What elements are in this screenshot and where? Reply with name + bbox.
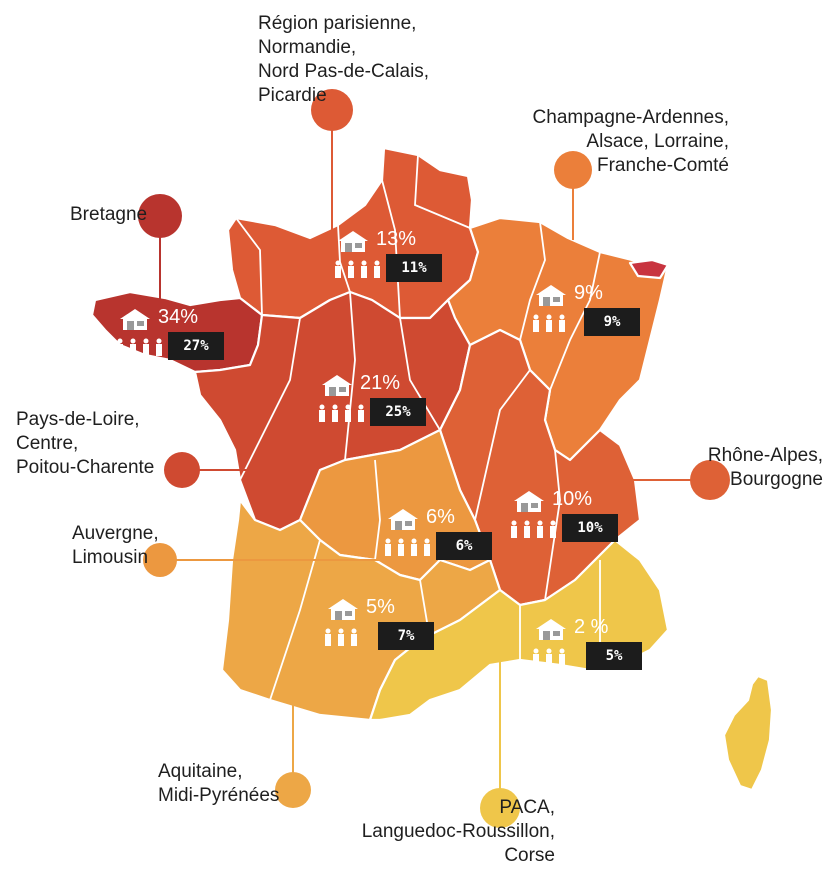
circle-nord	[311, 89, 353, 131]
people-pct: 27%	[168, 332, 224, 360]
callout-circles	[138, 89, 730, 828]
house-icon	[120, 309, 150, 330]
stat-rhone: 10% 10%	[508, 488, 638, 548]
house-icon	[536, 619, 566, 640]
circle-aquitaine	[275, 772, 311, 808]
people-icon	[511, 520, 556, 538]
region-corse-shape	[722, 674, 774, 792]
circle-ouest	[164, 452, 200, 488]
circle-paca	[480, 788, 520, 828]
housing-pct: 5%	[366, 596, 395, 618]
label-est: Champagne-Ardennes, Alsace, Lorraine, Fr…	[532, 107, 729, 176]
circle-bretagne	[138, 194, 182, 238]
circle-auvergne	[143, 543, 177, 577]
house-icon	[338, 231, 368, 252]
people-pct: 5%	[586, 642, 642, 670]
stat-bretagne: 34% 27%	[114, 306, 244, 366]
label-nord: Région parisienne, Normandie, Nord Pas-d…	[258, 13, 430, 106]
housing-pct: 2 %	[574, 616, 609, 638]
house-icon	[536, 285, 566, 306]
label-ouest: Pays-de-Loire, Centre, Poitou-Charente	[16, 409, 155, 478]
people-icon	[385, 538, 430, 556]
people-icon	[117, 338, 162, 356]
people-pct: 9%	[584, 308, 640, 336]
stat-aquitaine: 5% 7%	[322, 596, 452, 656]
people-pct: 25%	[370, 398, 426, 426]
label-bretagne: Bretagne	[70, 204, 148, 225]
label-paca: PACA, Languedoc-Roussillon, Corse	[361, 797, 555, 866]
label-aquitaine: Aquitaine, Midi-Pyrénées	[158, 761, 280, 806]
house-icon	[328, 599, 358, 620]
people-icon	[325, 628, 357, 646]
region-alsace-shape	[628, 258, 670, 280]
people-icon	[335, 260, 380, 278]
department-lines	[235, 154, 601, 701]
people-pct: 6%	[436, 532, 492, 560]
people-icon	[319, 404, 364, 422]
circle-est	[554, 151, 592, 189]
stat-nord: 13% 11%	[332, 228, 462, 288]
housing-pct: 9%	[574, 282, 603, 304]
circle-rhone	[690, 460, 730, 500]
housing-pct: 34%	[158, 306, 199, 328]
leader-lines	[159, 118, 700, 806]
stat-paca: 2 % 5%	[530, 616, 660, 676]
house-icon	[388, 509, 418, 530]
house-icon	[514, 491, 544, 512]
housing-pct: 6%	[426, 506, 455, 528]
people-icon	[533, 648, 565, 666]
people-pct: 10%	[562, 514, 618, 542]
housing-pct: 10%	[552, 488, 593, 510]
stat-ouest: 21% 25%	[316, 372, 446, 432]
housing-pct: 13%	[376, 228, 417, 250]
label-auvergne: Auvergne, Limousin	[72, 523, 159, 568]
stat-auvergne: 6% 6%	[382, 506, 512, 566]
people-pct: 11%	[386, 254, 442, 282]
people-pct: 7%	[378, 622, 434, 650]
people-icon	[533, 314, 565, 332]
label-rhone: Rhône-Alpes, Bourgogne	[707, 445, 823, 490]
housing-pct: 21%	[360, 372, 401, 394]
house-icon	[322, 375, 352, 396]
stat-est: 9% 9%	[530, 282, 660, 342]
